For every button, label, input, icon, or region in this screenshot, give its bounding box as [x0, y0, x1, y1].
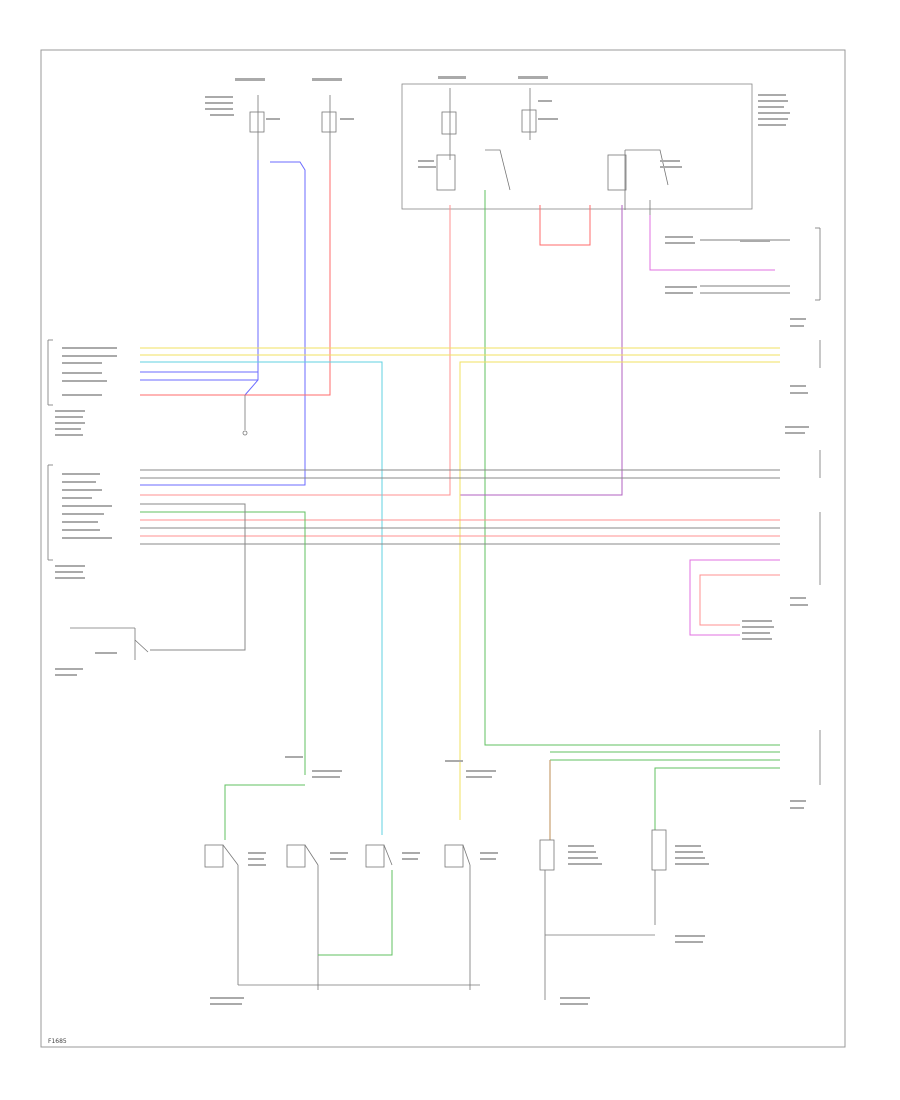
wire-green-5	[654, 767, 780, 830]
labels-right-lower	[742, 597, 808, 809]
wire-cyan-1	[140, 361, 383, 835]
wire-green-7	[224, 784, 305, 840]
switch-steering-labels	[55, 652, 117, 676]
labels-right-mid	[665, 236, 809, 434]
module-left-upper	[47, 339, 53, 406]
wire-blue-2	[140, 161, 306, 486]
wire-red-2	[539, 205, 591, 246]
footer-code: F1685	[48, 1038, 67, 1045]
wire-gray-5	[140, 503, 246, 651]
wire-green-2	[140, 511, 306, 775]
wire-red-1	[140, 160, 331, 396]
pdb-labels	[418, 76, 682, 168]
wire-green-6	[318, 870, 393, 956]
pdb-fuses	[436, 88, 669, 215]
wire-pink-1	[140, 205, 451, 496]
module-left-upper-pins	[55, 347, 117, 436]
fuse-labels-left	[205, 78, 354, 120]
fuse-group-left	[249, 95, 337, 165]
wire-magenta-1	[649, 215, 775, 271]
pdb-label	[758, 94, 790, 126]
wire-blue-1	[244, 160, 259, 396]
wire-green-1	[484, 190, 780, 746]
power-distribution-box	[401, 83, 753, 210]
connector-c1	[815, 227, 821, 301]
wire-magenta-2	[689, 559, 780, 636]
module-left-lower	[47, 464, 53, 561]
switch-row-lower	[204, 829, 667, 1000]
switch-steering	[70, 627, 149, 660]
wire-yellow-3	[459, 361, 780, 820]
wire-purple-1	[460, 205, 623, 496]
ground-g1	[242, 395, 248, 436]
module-left-lower-pins	[55, 473, 112, 579]
diagram-frame	[40, 49, 846, 1048]
wire-pink-4	[699, 574, 780, 626]
lower-labels	[210, 756, 709, 1005]
